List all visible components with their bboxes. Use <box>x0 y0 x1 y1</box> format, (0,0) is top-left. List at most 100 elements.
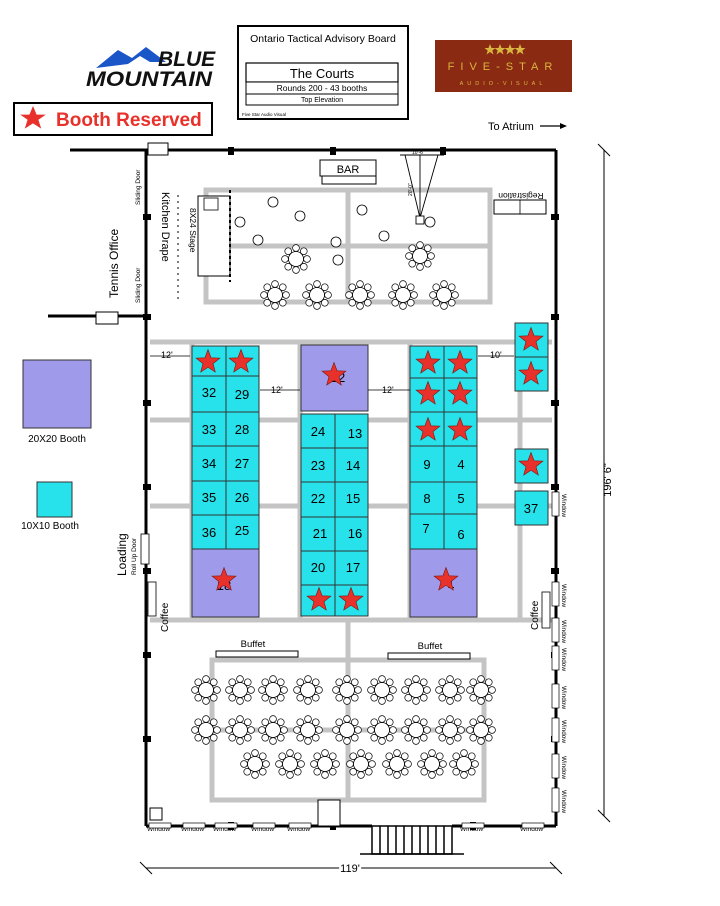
table-top <box>339 722 355 738</box>
reserved-star-icon <box>518 326 544 351</box>
chair <box>370 734 378 742</box>
chair <box>404 734 412 742</box>
booth-number: 16 <box>348 526 362 541</box>
window-pane <box>288 822 312 829</box>
chair <box>408 244 416 252</box>
chair <box>365 752 373 760</box>
table-top <box>374 722 390 738</box>
booth-number: 25 <box>235 523 249 538</box>
chair <box>460 771 468 779</box>
reserved-star-icon <box>321 361 347 386</box>
chair <box>438 678 446 686</box>
chair <box>284 247 292 255</box>
loading-label: Loading <box>115 533 129 576</box>
chair <box>448 299 456 307</box>
chair <box>401 686 409 694</box>
chair <box>191 686 199 694</box>
round-table <box>258 675 288 705</box>
buffet-left-label: Buffet <box>241 639 266 650</box>
sliding-door-lower-label: Sliding Door <box>135 267 142 303</box>
chair <box>271 280 279 288</box>
chair <box>258 686 266 694</box>
chair <box>454 718 462 726</box>
chair <box>348 299 356 307</box>
chair <box>313 302 321 310</box>
table-top <box>352 287 368 303</box>
chair <box>485 694 493 702</box>
window-pane <box>214 822 238 829</box>
booth <box>300 516 336 552</box>
window-pane <box>148 822 172 829</box>
round-table <box>401 675 431 705</box>
chair <box>321 283 329 291</box>
chair <box>399 280 407 288</box>
round-table <box>258 715 288 745</box>
chair <box>263 299 271 307</box>
dim-right-aisle: 12' <box>382 385 394 395</box>
chair <box>471 760 479 768</box>
window-label: Window <box>560 756 567 779</box>
chair <box>401 726 409 734</box>
booth <box>225 514 260 550</box>
table-top <box>232 682 248 698</box>
sliding-door-top-label: Sliding Door <box>135 169 142 205</box>
chair <box>244 678 252 686</box>
chair <box>448 283 456 291</box>
chair <box>302 291 310 299</box>
table-top <box>232 722 248 738</box>
round-table <box>310 749 340 779</box>
chair <box>310 760 318 768</box>
chair <box>262 760 270 768</box>
chair <box>485 718 493 726</box>
chair <box>354 686 362 694</box>
window-pane <box>551 581 560 607</box>
booth-number: 27 <box>235 456 249 471</box>
table-top <box>395 287 411 303</box>
booth-number: 20 <box>311 560 325 575</box>
chair <box>391 283 399 291</box>
round-table <box>388 280 418 310</box>
chair <box>240 760 248 768</box>
chair <box>349 752 357 760</box>
chair <box>378 675 386 683</box>
dim-width-label: 119' <box>340 863 360 875</box>
window-pane <box>461 822 485 829</box>
room-name: The Courts <box>290 66 355 81</box>
window-label: Window <box>560 790 567 813</box>
star-icon <box>20 106 46 129</box>
chair <box>343 715 351 723</box>
chair <box>294 752 302 760</box>
chair <box>225 726 233 734</box>
booth-number: 9 <box>423 457 430 472</box>
chair <box>332 726 340 734</box>
chair <box>313 768 321 776</box>
chair <box>296 718 304 726</box>
chair <box>251 771 259 779</box>
chair <box>386 718 394 726</box>
chair <box>423 686 431 694</box>
chair <box>261 694 269 702</box>
chair <box>312 718 320 726</box>
dim-side-aisle: 10' <box>490 350 502 360</box>
round-table <box>429 280 459 310</box>
chair <box>435 726 443 734</box>
chair <box>488 686 496 694</box>
legend-small-booth-swatch <box>36 481 73 518</box>
chair <box>213 726 221 734</box>
chair <box>477 715 485 723</box>
chair <box>457 726 465 734</box>
chair <box>312 734 320 742</box>
reserved-star-icon <box>447 349 473 374</box>
chair <box>364 299 372 307</box>
booths: 32 29 33 28 34 27 35 26 36 25 18 <box>191 322 549 618</box>
chair <box>348 283 356 291</box>
chair <box>280 726 288 734</box>
info-footer: Five Star Audio Visual <box>242 112 286 117</box>
chair <box>332 760 340 768</box>
chair <box>263 283 271 291</box>
fivestar-tag: AUDIO-VISUAL <box>460 81 547 87</box>
round-table <box>382 749 412 779</box>
chair <box>389 726 397 734</box>
chair <box>468 752 476 760</box>
